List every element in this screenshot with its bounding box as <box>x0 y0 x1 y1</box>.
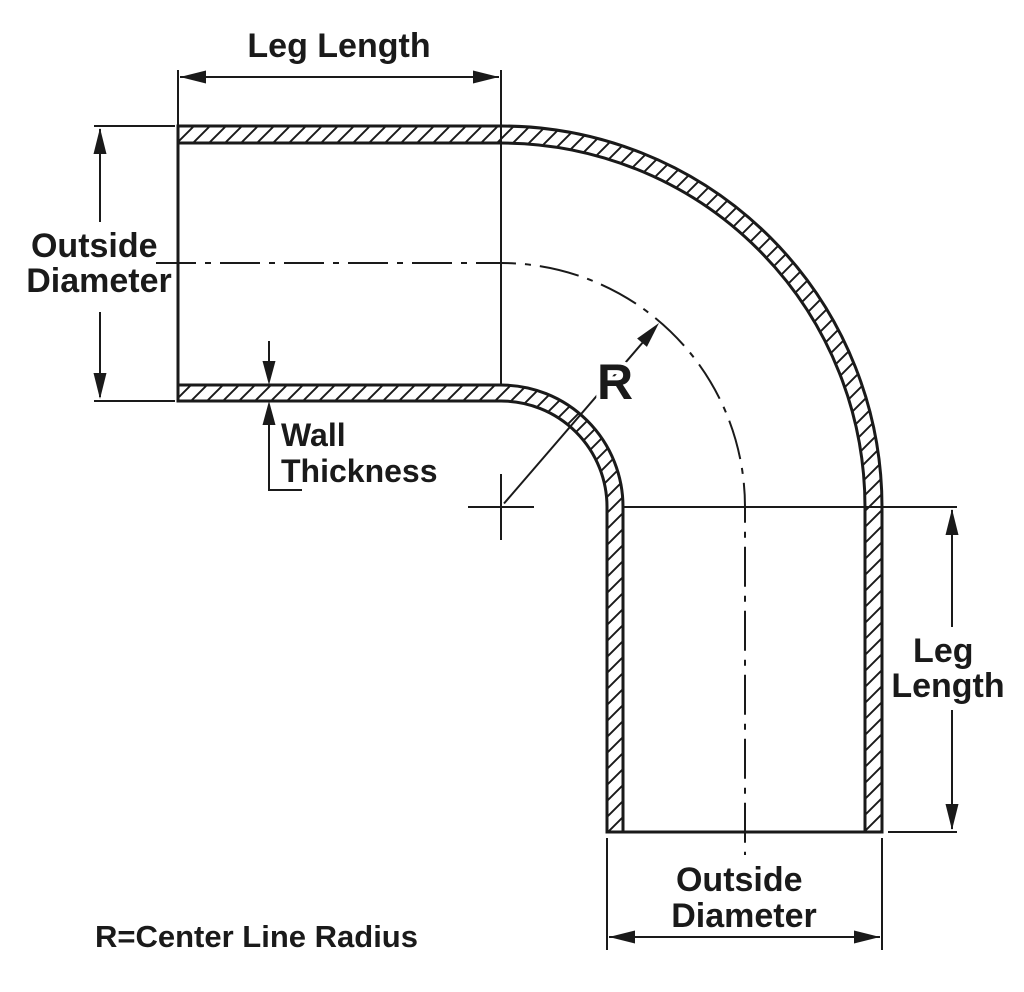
arrow-down-icon <box>945 804 959 830</box>
arrow-left-icon <box>609 930 635 944</box>
right-leg-length-label: Leg Length <box>891 632 1004 705</box>
tube-body <box>176 124 884 834</box>
dimension-right-leg-length: Leg Length <box>623 506 1005 833</box>
dimension-top-leg-length: Leg Length <box>177 27 502 385</box>
bend-center-cross <box>468 474 534 540</box>
tube-centerline <box>156 262 746 855</box>
arrow-up-icon <box>262 401 276 425</box>
dimension-bottom-outside-diameter: Outside Diameter <box>606 838 883 950</box>
arrow-up-icon <box>93 128 107 154</box>
arrow-down-icon <box>93 373 107 399</box>
arrow-right-icon <box>473 70 499 84</box>
radius-callout: R <box>503 323 659 505</box>
wall-thickness-label: Wall Thickness <box>281 417 438 489</box>
arrow-up-icon <box>945 509 959 535</box>
radius-note-label: R=Center Line Radius <box>95 919 418 954</box>
arrow-left-icon <box>180 70 206 84</box>
radius-arrow-icon <box>637 323 659 347</box>
arrow-down-icon <box>262 361 276 385</box>
left-outside-diameter-label: Outside Diameter <box>26 227 172 300</box>
bottom-outside-diameter-label: Outside Diameter <box>671 861 817 935</box>
arrow-right-icon <box>854 930 880 944</box>
leader-line <box>268 425 302 491</box>
top-leg-length-label: Leg Length <box>247 27 430 65</box>
radius-line <box>503 340 645 505</box>
dimension-left-outside-diameter: Outside Diameter <box>26 125 175 402</box>
dimension-wall-thickness: Wall Thickness <box>262 341 438 491</box>
radius-symbol-label: R <box>597 354 633 410</box>
